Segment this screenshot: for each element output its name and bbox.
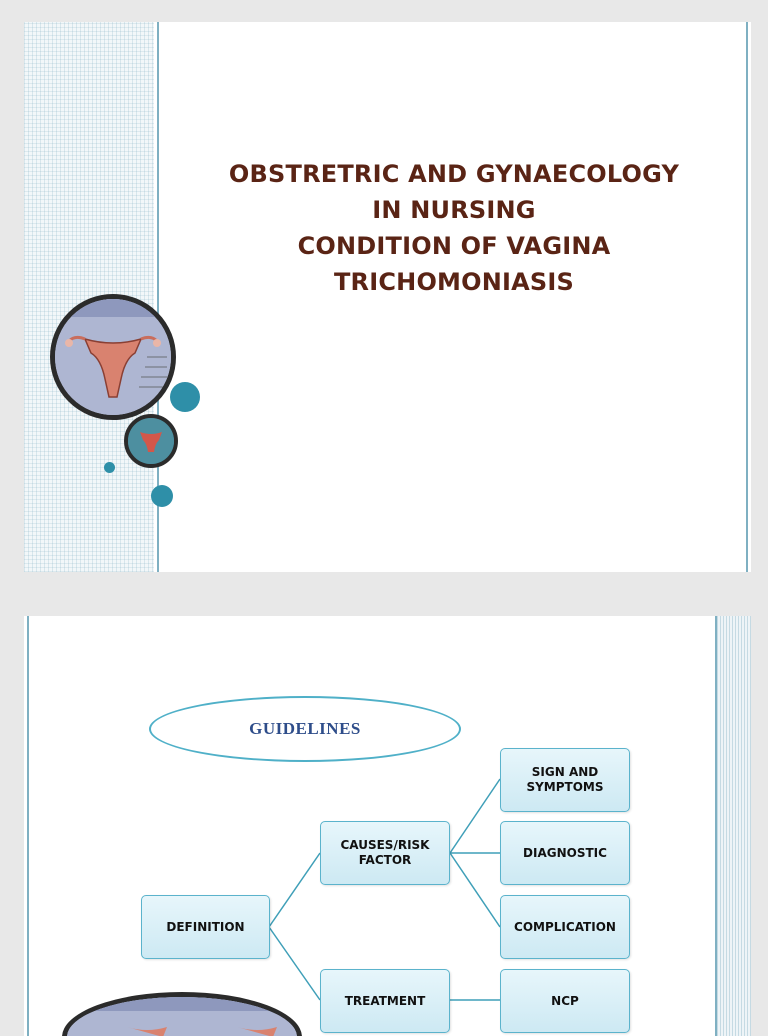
divider-line (27, 616, 29, 1036)
causes-box: CAUSES/RISK FACTOR (320, 821, 450, 885)
connector (449, 852, 501, 928)
complication-box: COMPLICATION (500, 895, 630, 959)
title-line: IN NURSING (372, 196, 536, 224)
connector (268, 926, 321, 1001)
connector-lines (268, 778, 501, 1001)
uterus-anatomy-icon (50, 294, 176, 420)
decorative-band (717, 616, 751, 1036)
title-slide: OBSTRETRIC AND GYNAECOLOGY IN NURSING CO… (24, 22, 751, 572)
uterus-illustration (67, 997, 297, 1036)
decorative-dot (170, 382, 200, 412)
uterus-small-icon (124, 414, 178, 468)
treatment-box: TREATMENT (320, 969, 450, 1033)
divider-line (746, 22, 748, 572)
ncp-box: NCP (500, 969, 630, 1033)
decorative-dot (104, 462, 115, 473)
divider-line (157, 22, 159, 572)
title-line: OBSTRETRIC AND GYNAECOLOGY (228, 160, 680, 188)
guidelines-slide: GUIDELINES DEFINITION CAUSES/RISK FACTOR… (24, 616, 751, 1036)
title-line: TRICHOMONIASIS (333, 268, 575, 296)
title-line: CONDITION OF VAGINA (297, 232, 611, 260)
uterus-small-illustration (128, 418, 174, 464)
definition-box: DEFINITION (141, 895, 270, 959)
divider-line (715, 616, 717, 1036)
connector (449, 778, 501, 854)
guidelines-ellipse: GUIDELINES (149, 696, 461, 762)
uterus-illustration (55, 299, 171, 415)
connector (268, 852, 321, 928)
signs-box: SIGN AND SYMPTOMS (500, 748, 630, 812)
ellipse-label: GUIDELINES (249, 719, 361, 738)
diagnostic-box: DIAGNOSTIC (500, 821, 630, 885)
page-title: OBSTRETRIC AND GYNAECOLOGY IN NURSING CO… (174, 156, 734, 300)
decorative-dot (151, 485, 173, 507)
